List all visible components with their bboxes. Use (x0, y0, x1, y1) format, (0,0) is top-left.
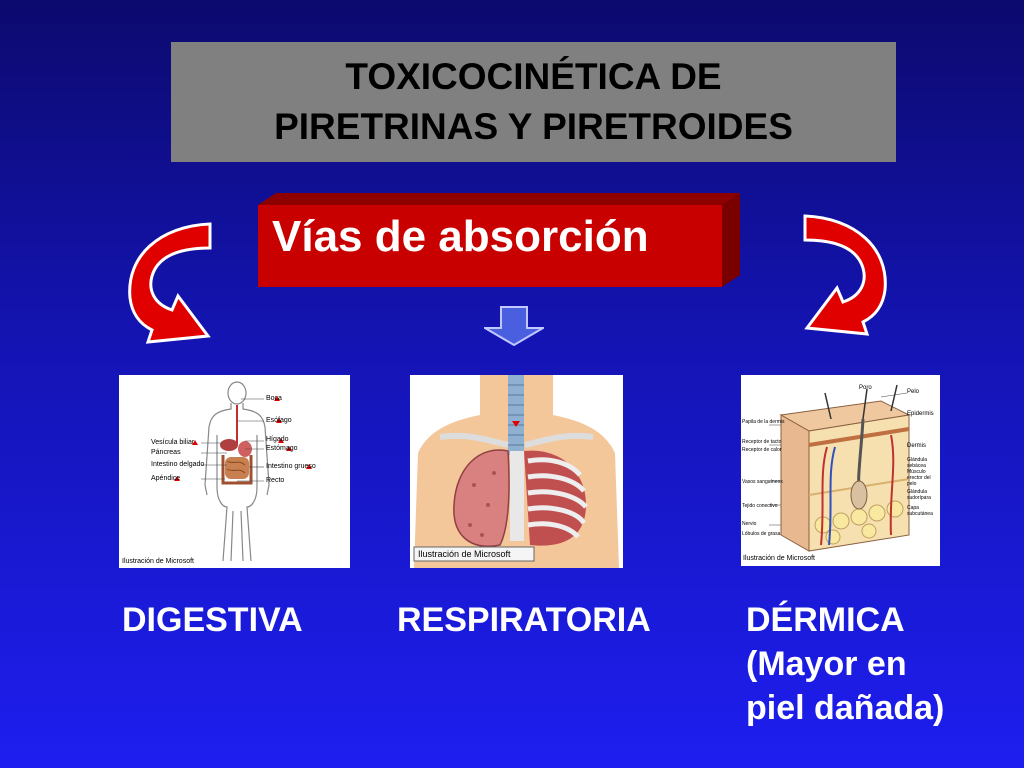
annotation-poro: Poro (859, 385, 872, 391)
annotation-pancreas: Páncreas (151, 449, 181, 456)
annotation-estomago: Estómago (266, 445, 298, 452)
annotation-intestino-delgado: Intestino delgado (151, 461, 205, 468)
label-dermica-line1: DÉRMICA (746, 601, 905, 639)
banner-text: Vías de absorción (272, 212, 649, 261)
annotation-lobulos-grasa: Lóbulos de grasa (742, 531, 781, 537)
title-line-2: PIRETRINAS Y PIRETROIDES (274, 106, 793, 147)
annotation-capa-subcutanea: Capa subcutánea (907, 505, 933, 517)
annotation-esofago: Esófago (266, 417, 292, 424)
annotation-receptor-tacto: Receptor de tacto (742, 439, 782, 445)
respiratory-illustration: Ilustración de Microsoft (410, 375, 623, 568)
annotation-vesicula: Vesícula biliar (151, 439, 195, 446)
annotation-nervio: Nervio (742, 521, 757, 527)
curved-arrow-right-icon (803, 214, 887, 336)
absorption-routes-banner: Vías de absorción (258, 193, 740, 288)
annotation-musculo-erector: Músculo erector del pelo (907, 469, 931, 487)
annotation-intestino-grueso: Intestino grueso (266, 463, 316, 470)
annotation-epidermis: Epidermis (907, 411, 934, 417)
down-arrow-icon (484, 306, 544, 346)
label-dermica-line3: piel dañada) (746, 689, 945, 727)
title-line-1: TOXICOCINÉTICA DE (345, 56, 722, 97)
annotation-vasos: Vasos sanguíneos (742, 479, 783, 485)
annotation-boca: Boca (266, 395, 282, 402)
dermal-credit: Ilustración de Microsoft (743, 555, 815, 562)
annotation-apendice: Apéndice (151, 475, 181, 482)
annotation-tejido-conectivo: Tejido conectivo (742, 503, 778, 509)
annotation-dermis: Dermis (907, 443, 926, 449)
respiratory-credit: Ilustración de Microsoft (418, 549, 511, 559)
annotation-recto: Recto (266, 477, 285, 484)
annotation-papila: Papila de la dermis (742, 419, 785, 425)
label-digestiva: DIGESTIVA (122, 601, 303, 639)
annotation-glandula-sudoripara: Glándula sudorípara (907, 489, 931, 501)
annotation-receptor-calor: Receptor de calor (742, 447, 782, 453)
label-respiratoria: RESPIRATORIA (397, 601, 651, 639)
annotation-pelo: Pelo (907, 389, 920, 395)
dermal-illustration: Pelo Poro Epidermis Papila de la dermis … (741, 375, 940, 566)
curved-arrow-left-icon (128, 222, 212, 344)
annotation-higado: Hígado (266, 436, 289, 443)
label-dermica: DÉRMICA (Mayor en piel dañada) (746, 598, 944, 730)
label-dermica-line2: (Mayor en (746, 645, 907, 683)
annotation-glandula-sebacea: Glándula sebácea (907, 457, 928, 469)
slide-title: TOXICOCINÉTICA DE PIRETRINAS Y PIRETROID… (171, 42, 896, 162)
digestive-credit: Ilustración de Microsoft (122, 558, 194, 565)
digestive-illustration: Boca Esófago Hígado Estómago Vesícula bi… (119, 375, 350, 568)
